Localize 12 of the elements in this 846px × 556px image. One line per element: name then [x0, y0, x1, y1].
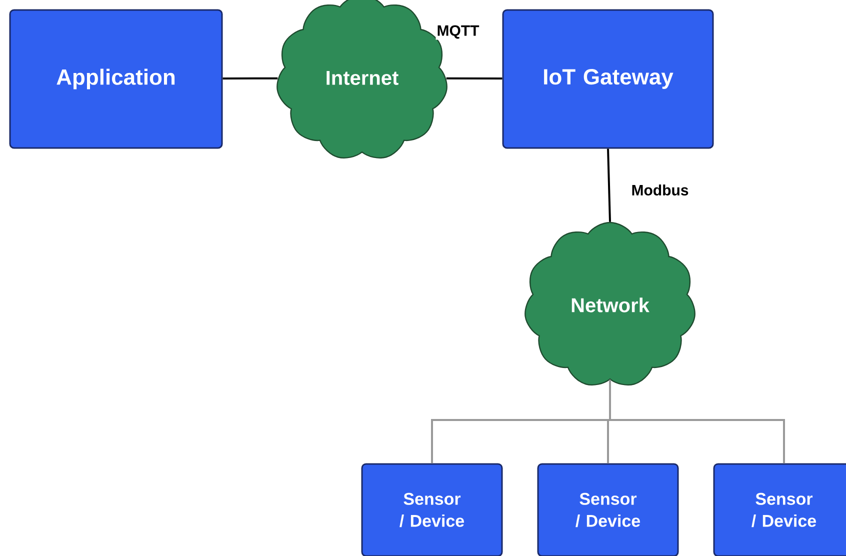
connector-line — [222, 77, 278, 80]
process-box: Sensor / Device — [713, 463, 846, 556]
connector-line — [607, 148, 611, 222]
network-cloud: Network — [524, 222, 696, 386]
edge-label: Modbus — [630, 183, 690, 196]
connector-line — [446, 77, 502, 80]
edge-label: MQTT — [436, 24, 480, 40]
process-box: Sensor / Device — [361, 463, 503, 556]
connector-line — [609, 380, 785, 464]
process-box: Application — [9, 9, 223, 149]
process-box: IoT Gateway — [502, 9, 714, 149]
process-box: Sensor / Device — [537, 463, 679, 556]
